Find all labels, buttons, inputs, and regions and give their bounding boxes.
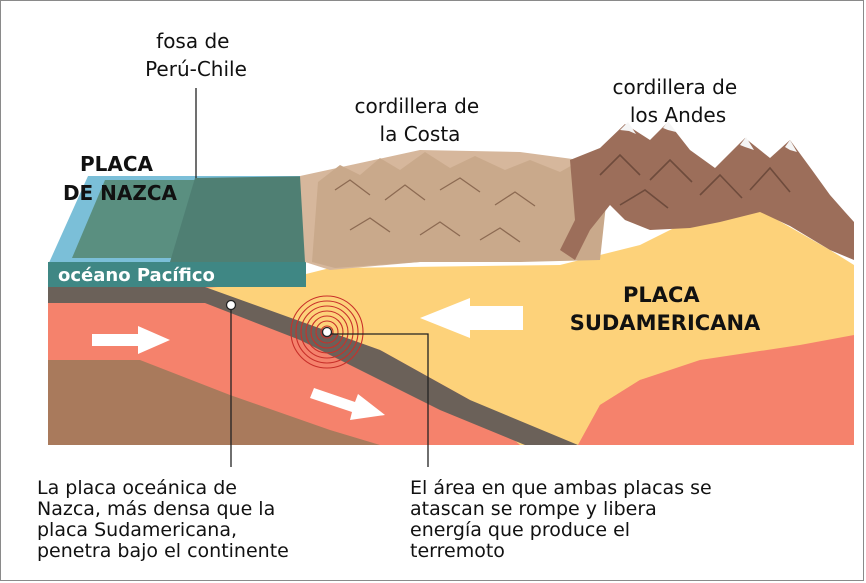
andes-label-line1: cordillera de	[613, 75, 738, 99]
subducting-slab	[48, 287, 578, 445]
arrow-slab-down	[310, 388, 385, 420]
coastal-hills	[312, 152, 610, 268]
south-american-plate-label: PLACA SUDAMERICANA	[570, 283, 761, 335]
nazca-plate-label: PLACA DE NAZCA	[63, 152, 178, 205]
subduction-caption: La placa oceánica de Nazca, más densa qu…	[37, 477, 289, 562]
coastal-range-label-line2: la Costa	[380, 122, 461, 146]
nazca-plate-label-line2: DE NAZCA	[63, 181, 178, 205]
coastal-range-label: cordillera de la Costa	[355, 94, 486, 146]
andes-mountains	[560, 122, 854, 260]
south-american-plate-label-line2: SUDAMERICANA	[570, 311, 761, 335]
subduction-marker	[225, 299, 237, 311]
trench-label-line2: Perú-Chile	[145, 57, 247, 81]
nazca-plate-label-line1: PLACA	[80, 152, 154, 176]
earthquake-focus	[290, 295, 364, 369]
andes-label-line2: los Andes	[630, 103, 726, 127]
earthquake-leader-line	[327, 333, 429, 467]
andes-label: cordillera de los Andes	[613, 75, 744, 127]
mantle-layer	[48, 360, 380, 445]
arrow-nazca-east	[92, 326, 170, 354]
ocean-label: océano Pacífico	[58, 265, 215, 286]
trench-label: fosa de Perú-Chile	[145, 29, 247, 81]
ocean-band	[48, 262, 306, 287]
arrow-southamerica-west	[420, 298, 523, 338]
ocean-deep	[170, 176, 320, 262]
coastal-range-label-line1: cordillera de	[355, 94, 480, 118]
coastal-ridges	[334, 177, 536, 243]
earthquake-marker	[321, 326, 333, 338]
andes-ridges	[599, 153, 791, 209]
south-american-plate-label-line1: PLACA	[623, 283, 700, 307]
continental-crust-layer	[205, 210, 854, 445]
trench-label-line1: fosa de	[156, 29, 229, 53]
earthquake-caption: El área en que ambas placas se atascan s…	[410, 477, 712, 562]
deep-mantle-right	[578, 336, 854, 445]
